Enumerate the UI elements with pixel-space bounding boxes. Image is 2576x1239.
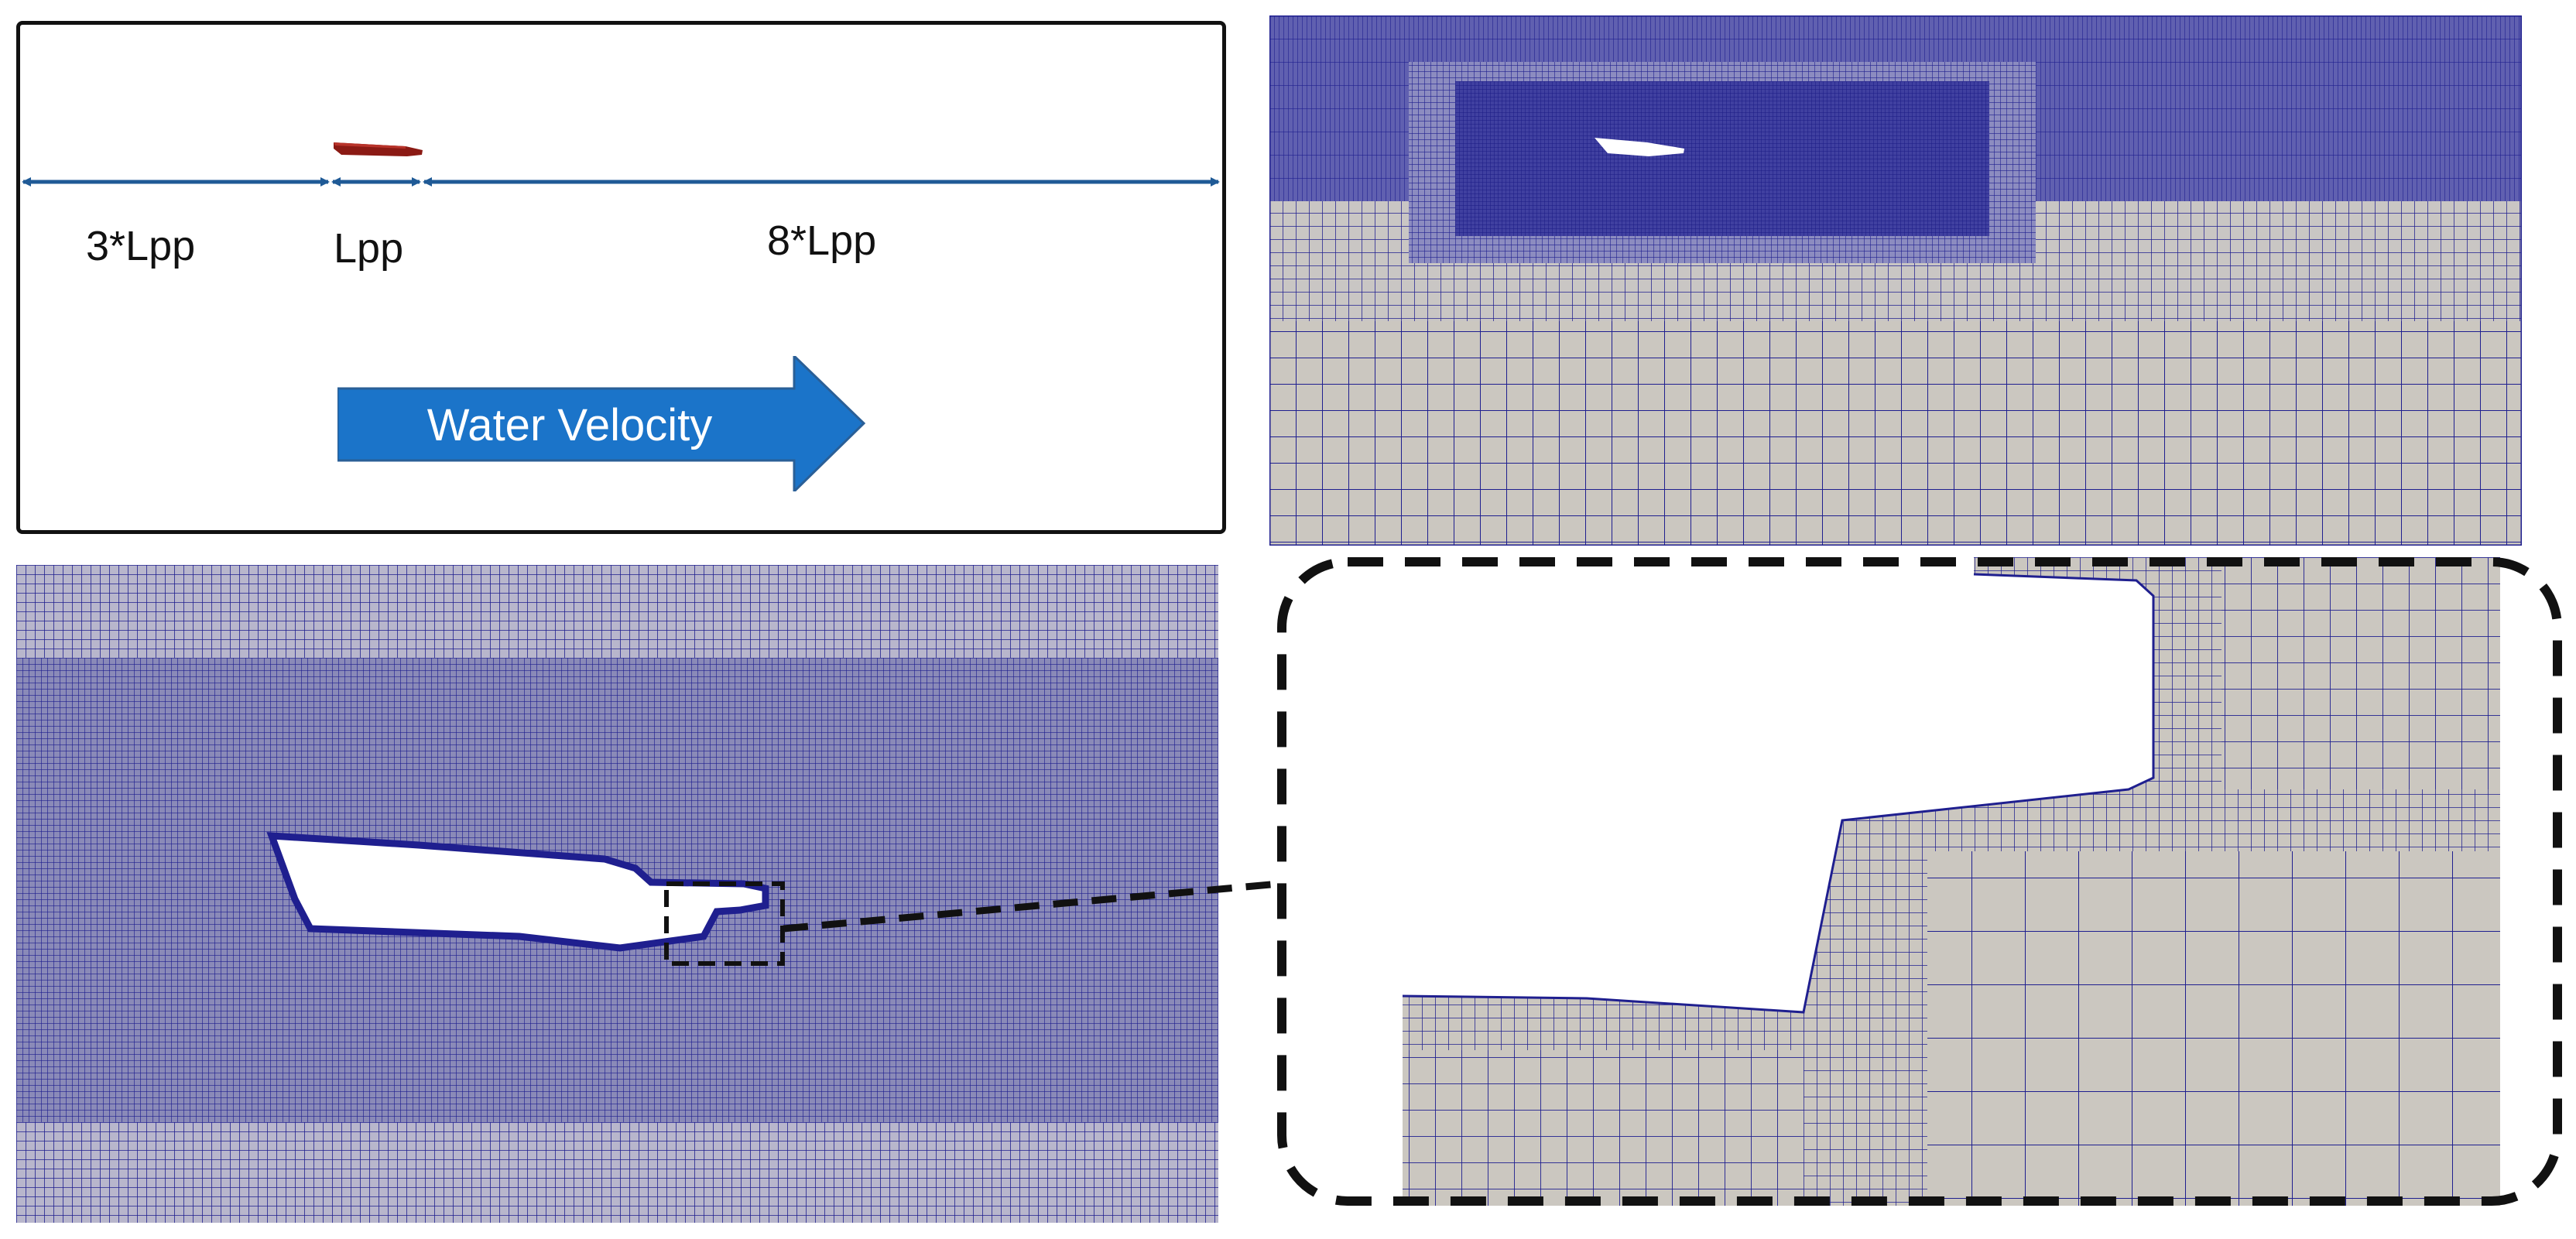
hull-mesh-graphic — [16, 565, 1218, 1223]
zoom-region-box — [664, 881, 785, 966]
flow-direction-label: Water Velocity — [426, 400, 713, 450]
zoomed-stern-graphic — [1277, 557, 2562, 1206]
right-arrow-icon — [337, 356, 866, 491]
downstream-length-label: 8*Lpp — [767, 217, 877, 264]
ship-icon — [334, 142, 423, 156]
ship-cutout-overview — [1595, 138, 1684, 156]
domain-schematic-panel: 3*Lpp Lpp 8*Lpp Water Velocity — [16, 21, 1226, 534]
dimension-lines — [22, 142, 1220, 187]
hull-cutout — [266, 832, 769, 952]
upstream-length-label: 3*Lpp — [86, 223, 196, 269]
ship-length-label: Lpp — [334, 225, 404, 272]
hull-mesh-panel — [16, 565, 1218, 1223]
zoom-frame — [1277, 557, 2562, 1206]
mesh-overview-graphic — [1269, 15, 2522, 546]
mesh-overview-panel — [1269, 15, 2522, 546]
zoomed-stern-panel — [1277, 557, 2562, 1206]
